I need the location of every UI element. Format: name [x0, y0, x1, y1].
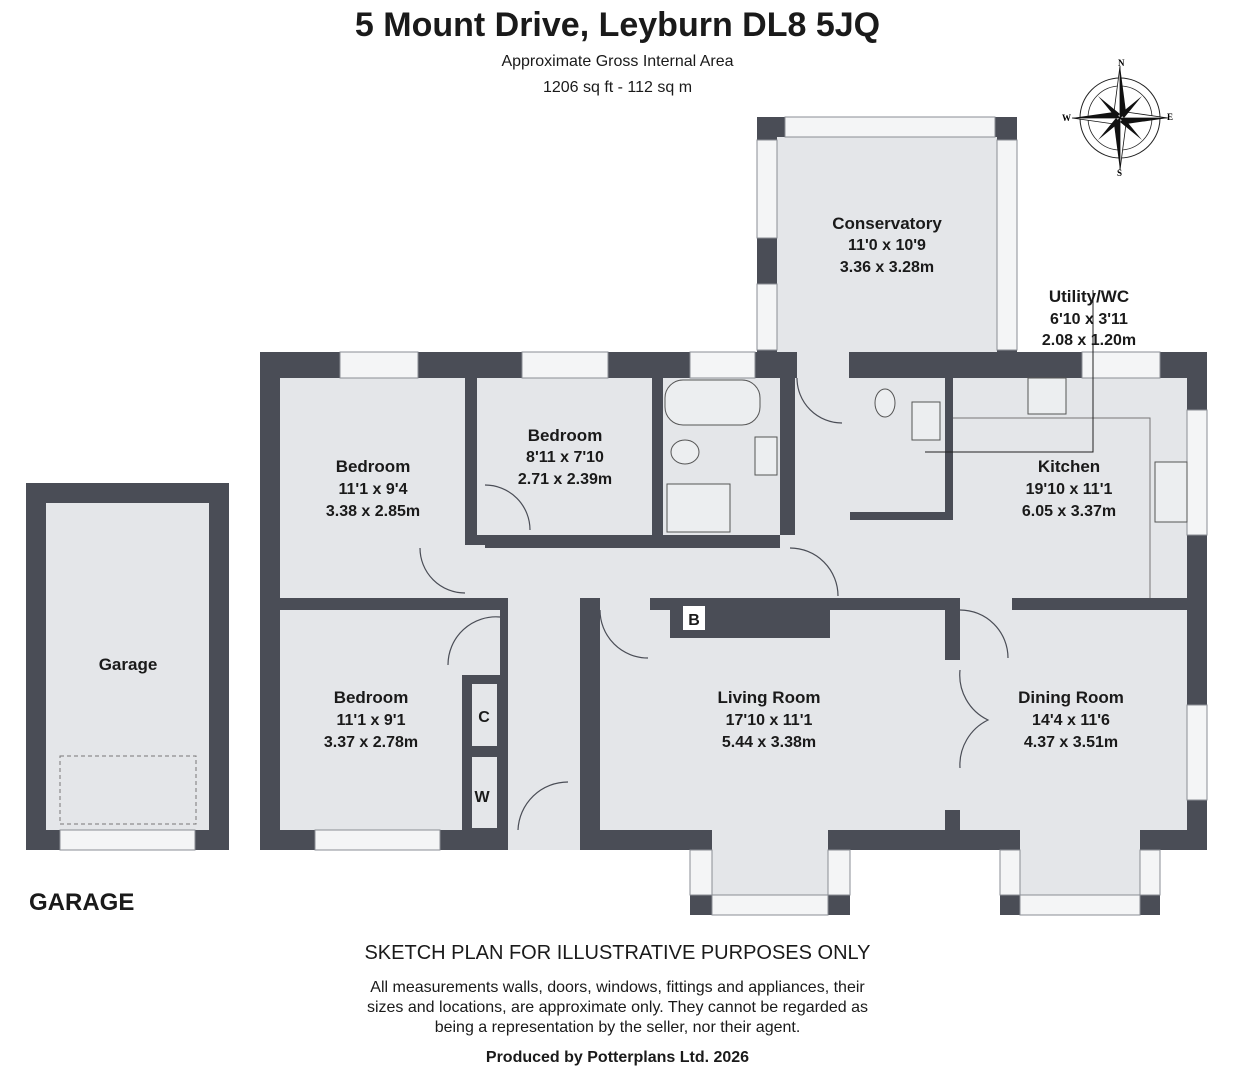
room-name: Bedroom [528, 426, 603, 445]
main-house-plan [260, 290, 1208, 916]
room-bedroom-2: Bedroom 8'11 x 7'10 2.71 x 2.39m [518, 426, 612, 488]
compass-east-label: E [1167, 112, 1173, 122]
disclaimer-line-1: All measurements walls, doors, windows, … [370, 979, 865, 996]
garage-plan [26, 483, 229, 851]
room-dims-metric: 2.08 x 1.20m [1042, 332, 1136, 349]
compass-icon: N E S W [1062, 58, 1173, 178]
room-utility-wc: Utility/WC 6'10 x 3'11 2.08 x 1.20m [1042, 287, 1136, 349]
disclaimer-line-3: being a representation by the seller, no… [434, 1019, 801, 1036]
room-kitchen: Kitchen 19'10 x 11'1 6.05 x 3.37m [1022, 457, 1116, 520]
room-bedroom-1: Bedroom 11'1 x 9'4 3.38 x 2.85m [326, 457, 420, 520]
room-name: Bedroom [336, 457, 411, 476]
room-garage-label: Garage [99, 655, 158, 674]
disclaimer-line-2: sizes and locations, are approximate onl… [366, 999, 869, 1016]
room-name: Conservatory [832, 214, 942, 233]
room-dims-imperial: 11'1 x 9'1 [336, 712, 405, 729]
compass-west-label: W [1062, 113, 1071, 123]
room-dims-imperial: 6'10 x 3'11 [1050, 311, 1128, 328]
room-dims-metric: 6.05 x 3.37m [1022, 503, 1116, 520]
room-dims-imperial: 17'10 x 11'1 [726, 712, 813, 729]
room-dims-imperial: 11'1 x 9'4 [338, 481, 407, 498]
area-subtitle: Approximate Gross Internal Area [501, 53, 734, 70]
room-dims-metric: 4.37 x 3.51m [1024, 734, 1118, 751]
room-bedroom-3: Bedroom 11'1 x 9'1 3.37 x 2.78m [324, 688, 418, 751]
disclaimer-heading: SKETCH PLAN FOR ILLUSTRATIVE PURPOSES ON… [364, 942, 871, 964]
page-title: 5 Mount Drive, Leyburn DL8 5JQ [354, 6, 881, 44]
room-name: Living Room [718, 688, 821, 707]
room-name: Utility/WC [1049, 287, 1129, 306]
room-name: Kitchen [1038, 457, 1100, 476]
room-dims-metric: 2.71 x 2.39m [518, 471, 612, 488]
room-name: Dining Room [1018, 688, 1124, 707]
conservatory-plan [756, 116, 1018, 377]
cupboard-marker: C [478, 709, 490, 726]
room-dims-imperial: 8'11 x 7'10 [526, 449, 604, 466]
room-dims-metric: 3.36 x 3.28m [840, 259, 934, 276]
compass-north-label: N [1118, 58, 1125, 68]
room-living-room: Living Room 17'10 x 11'1 5.44 x 3.38m [718, 688, 821, 751]
compass-south-label: S [1117, 168, 1122, 178]
room-name: Bedroom [334, 688, 409, 707]
room-conservatory: Conservatory 11'0 x 10'9 3.36 x 3.28m [832, 214, 942, 276]
room-dims-imperial: 14'4 x 11'6 [1032, 712, 1110, 729]
wardrobe-marker: W [474, 789, 490, 806]
garage-heading: GARAGE [29, 889, 134, 916]
area-value: 1206 sq ft - 112 sq m [542, 79, 693, 96]
room-dims-metric: 3.37 x 2.78m [324, 734, 418, 751]
boiler-marker: B [688, 612, 700, 629]
room-dims-imperial: 11'0 x 10'9 [848, 237, 926, 254]
room-dims-imperial: 19'10 x 11'1 [1026, 481, 1113, 498]
room-dims-metric: 5.44 x 3.38m [722, 734, 816, 751]
produced-by: Produced by Potterplans Ltd. 2026 [485, 1049, 750, 1066]
room-dining-room: Dining Room 14'4 x 11'6 4.37 x 3.51m [1018, 688, 1124, 751]
room-dims-metric: 3.38 x 2.85m [326, 503, 420, 520]
